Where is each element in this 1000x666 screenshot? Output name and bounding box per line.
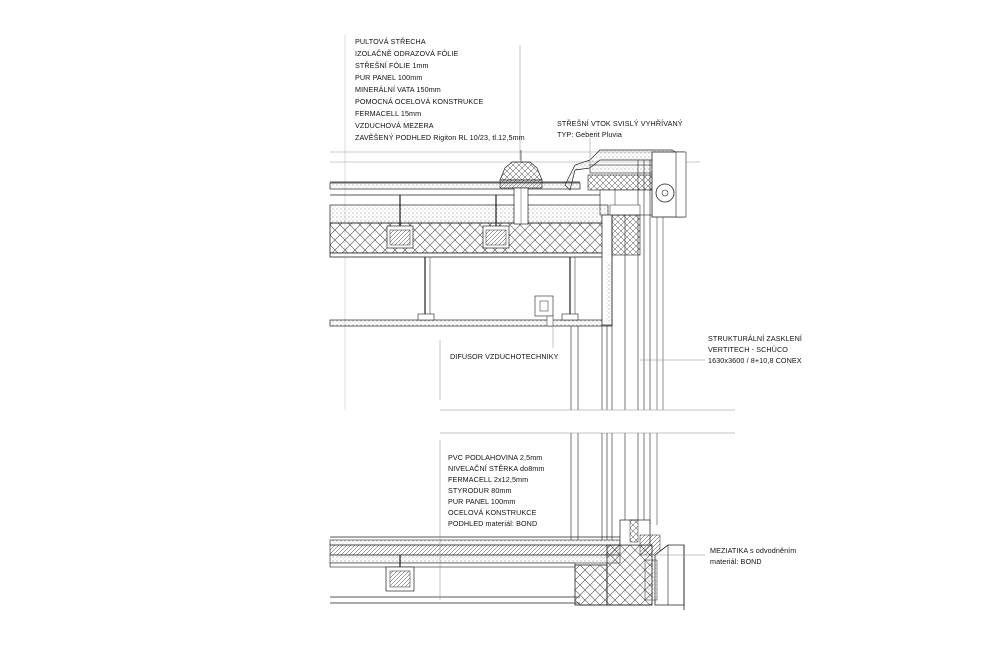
- diffuser: [534, 295, 554, 327]
- floor-section: [329, 433, 685, 610]
- roof-section: [329, 35, 700, 410]
- svg-text:PULTOVÁ STŘECHA: PULTOVÁ STŘECHA: [355, 37, 426, 46]
- svg-text:FERMACELL 2x12,5mm: FERMACELL 2x12,5mm: [448, 475, 528, 484]
- svg-text:IZOLAČNĚ ODRAZOVÁ FÓLIE: IZOLAČNĚ ODRAZOVÁ FÓLIE: [355, 49, 458, 58]
- roof-drain: [499, 150, 543, 225]
- svg-text:TYP: Geberit Pluvia: TYP: Geberit Pluvia: [557, 130, 622, 139]
- svg-text:materiál: BOND: materiál: BOND: [710, 557, 762, 566]
- mezzanine-gutter: [644, 544, 685, 610]
- svg-text:DIFUSOR VZDUCHOTECHNIKY: DIFUSOR VZDUCHOTECHNIKY: [450, 352, 559, 361]
- svg-text:MEZIATIKA s odvodněním: MEZIATIKA s odvodněním: [710, 546, 796, 555]
- svg-text:FERMACELL 15mm: FERMACELL 15mm: [355, 109, 421, 118]
- mezzanine-label: MEZIATIKA s odvodněním materiál: BOND: [710, 546, 796, 566]
- svg-text:POMOCNÁ OCELOVÁ KONSTRUKCE: POMOCNÁ OCELOVÁ KONSTRUKCE: [355, 97, 484, 106]
- svg-text:STYRODUR 80mm: STYRODUR 80mm: [448, 486, 512, 495]
- svg-text:STŘEŠNÍ FÓLIE 1mm: STŘEŠNÍ FÓLIE 1mm: [355, 61, 429, 70]
- svg-text:MINERÁLNÍ VATA 150mm: MINERÁLNÍ VATA 150mm: [355, 85, 441, 94]
- svg-text:PUR PANEL 100mm: PUR PANEL 100mm: [355, 73, 422, 82]
- svg-text:STŘEŠNÍ VTOK SVISLÝ VYHŘÍVANÝ: STŘEŠNÍ VTOK SVISLÝ VYHŘÍVANÝ: [557, 119, 683, 128]
- svg-text:PODHLED materiál: BOND: PODHLED materiál: BOND: [448, 519, 537, 528]
- svg-text:VZDUCHOVÁ MEZERA: VZDUCHOVÁ MEZERA: [355, 121, 434, 130]
- svg-text:STRUKTURÁLNÍ ZASKLENÍ: STRUKTURÁLNÍ ZASKLENÍ: [708, 334, 802, 343]
- svg-text:NIVELAČNÍ STĚRKA do8mm: NIVELAČNÍ STĚRKA do8mm: [448, 464, 544, 473]
- svg-text:1630x3600 / 8+10,8 CONEX: 1630x3600 / 8+10,8 CONEX: [708, 356, 802, 365]
- diffuser-label: DIFUSOR VZDUCHOTECHNIKY: [450, 352, 559, 361]
- svg-text:VERTITECH - SCHÜCO: VERTITECH - SCHÜCO: [708, 345, 788, 354]
- roof-layers-label: PULTOVÁ STŘECHA IZOLAČNĚ ODRAZOVÁ FÓLIE …: [355, 37, 525, 142]
- svg-text:ZAVĚŠENÝ PODHLED Rigiton RL 10: ZAVĚŠENÝ PODHLED Rigiton RL 10/23, tl.12…: [355, 133, 525, 142]
- svg-text:PUR PANEL 100mm: PUR PANEL 100mm: [448, 497, 515, 506]
- svg-text:PVC PODLAHOVINA 2,5mm: PVC PODLAHOVINA 2,5mm: [448, 453, 542, 462]
- floor-layers-label: PVC PODLAHOVINA 2,5mm NIVELAČNÍ STĚRKA d…: [448, 453, 544, 528]
- leader-lines: [439, 45, 705, 600]
- svg-text:OCELOVÁ KONSTRUKCE: OCELOVÁ KONSTRUKCE: [448, 508, 537, 517]
- glazing-label: STRUKTURÁLNÍ ZASKLENÍ VERTITECH - SCHÜCO…: [708, 334, 802, 365]
- drain-label: STŘEŠNÍ VTOK SVISLÝ VYHŘÍVANÝ TYP: Geber…: [557, 119, 683, 139]
